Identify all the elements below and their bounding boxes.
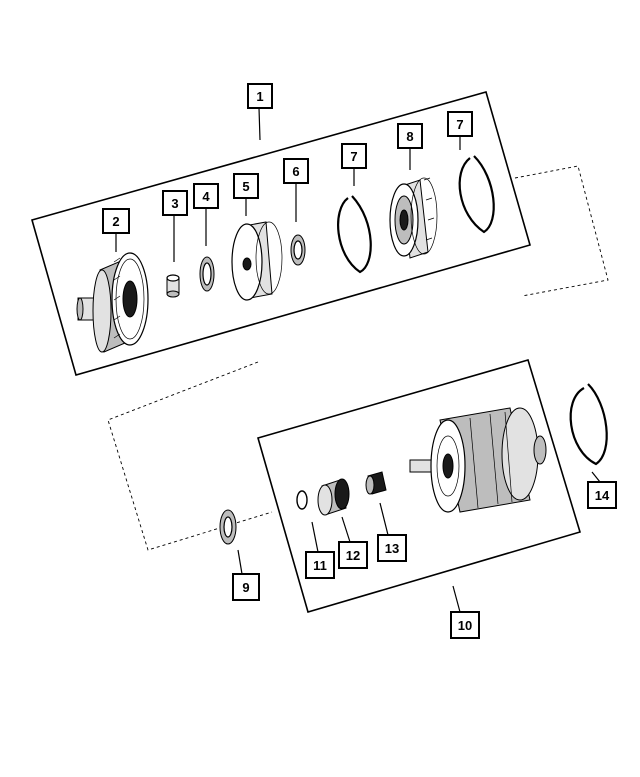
callout-box <box>233 173 259 199</box>
part-4-thrust-bearing <box>199 256 215 292</box>
callout-box <box>232 573 260 601</box>
callout-c12: 12 <box>338 541 368 569</box>
part-11-small-ring <box>296 490 308 510</box>
callout-c7b: 7 <box>447 111 473 137</box>
part-10-output-drum-assembly <box>409 407 547 513</box>
callout-box <box>102 208 130 234</box>
callout-box <box>305 551 335 579</box>
callout-number: 6 <box>292 164 299 179</box>
callout-number: 11 <box>313 558 327 573</box>
upper-assembly-panel <box>31 91 531 376</box>
callout-number: 2 <box>112 214 119 229</box>
callout-c4: 4 <box>193 183 219 209</box>
part-12-sun-gear <box>317 478 350 516</box>
callout-c11: 11 <box>305 551 335 579</box>
callout-number: 14 <box>595 488 610 503</box>
callout-number: 12 <box>346 548 360 563</box>
callout-c3: 3 <box>162 190 188 216</box>
callout-c13: 13 <box>377 534 407 562</box>
callout-number: 8 <box>406 129 413 144</box>
callout-box <box>338 541 368 569</box>
callout-box <box>193 183 219 209</box>
callout-number: 3 <box>171 196 178 211</box>
part-6-thrust-washer <box>290 234 306 266</box>
callout-box <box>447 111 473 137</box>
part-7-snap-ring-upper-right <box>458 155 495 234</box>
leader-lines <box>115 107 601 613</box>
callout-number: 7 <box>350 149 357 164</box>
dashed-connector-lines <box>107 165 609 551</box>
callout-c1: 1 <box>247 83 273 109</box>
callout-c2: 2 <box>102 208 130 234</box>
callout-number: 10 <box>458 618 472 633</box>
callout-number: 13 <box>385 541 399 556</box>
callout-box <box>450 611 480 639</box>
part-13-needle-bearing <box>365 471 387 495</box>
callout-c6: 6 <box>283 158 309 184</box>
part-2-gear-drum <box>76 252 149 353</box>
part-8-planetary-carrier <box>389 177 438 259</box>
callout-c10: 10 <box>450 611 480 639</box>
callout-number: 4 <box>202 189 210 204</box>
part-9-washer <box>219 509 237 545</box>
callout-box <box>283 158 309 184</box>
callout-box <box>397 123 423 149</box>
part-3-bushing <box>166 274 180 298</box>
callout-box <box>587 481 617 509</box>
callout-box <box>247 83 273 109</box>
part-5-drum <box>231 221 283 301</box>
callout-number: 7 <box>456 117 463 132</box>
part-7-snap-ring-upper-left <box>337 195 372 274</box>
callout-c9: 9 <box>232 573 260 601</box>
callout-c5: 5 <box>233 173 259 199</box>
callout-number: 1 <box>256 89 263 104</box>
callout-c14: 14 <box>587 481 617 509</box>
callout-box <box>341 143 367 169</box>
callout-number: 5 <box>242 179 249 194</box>
callout-number: 9 <box>242 580 249 595</box>
part-14-snap-ring <box>569 383 608 466</box>
callout-c7a: 7 <box>341 143 367 169</box>
callout-box <box>377 534 407 562</box>
callout-box <box>162 190 188 216</box>
callout-c8: 8 <box>397 123 423 149</box>
